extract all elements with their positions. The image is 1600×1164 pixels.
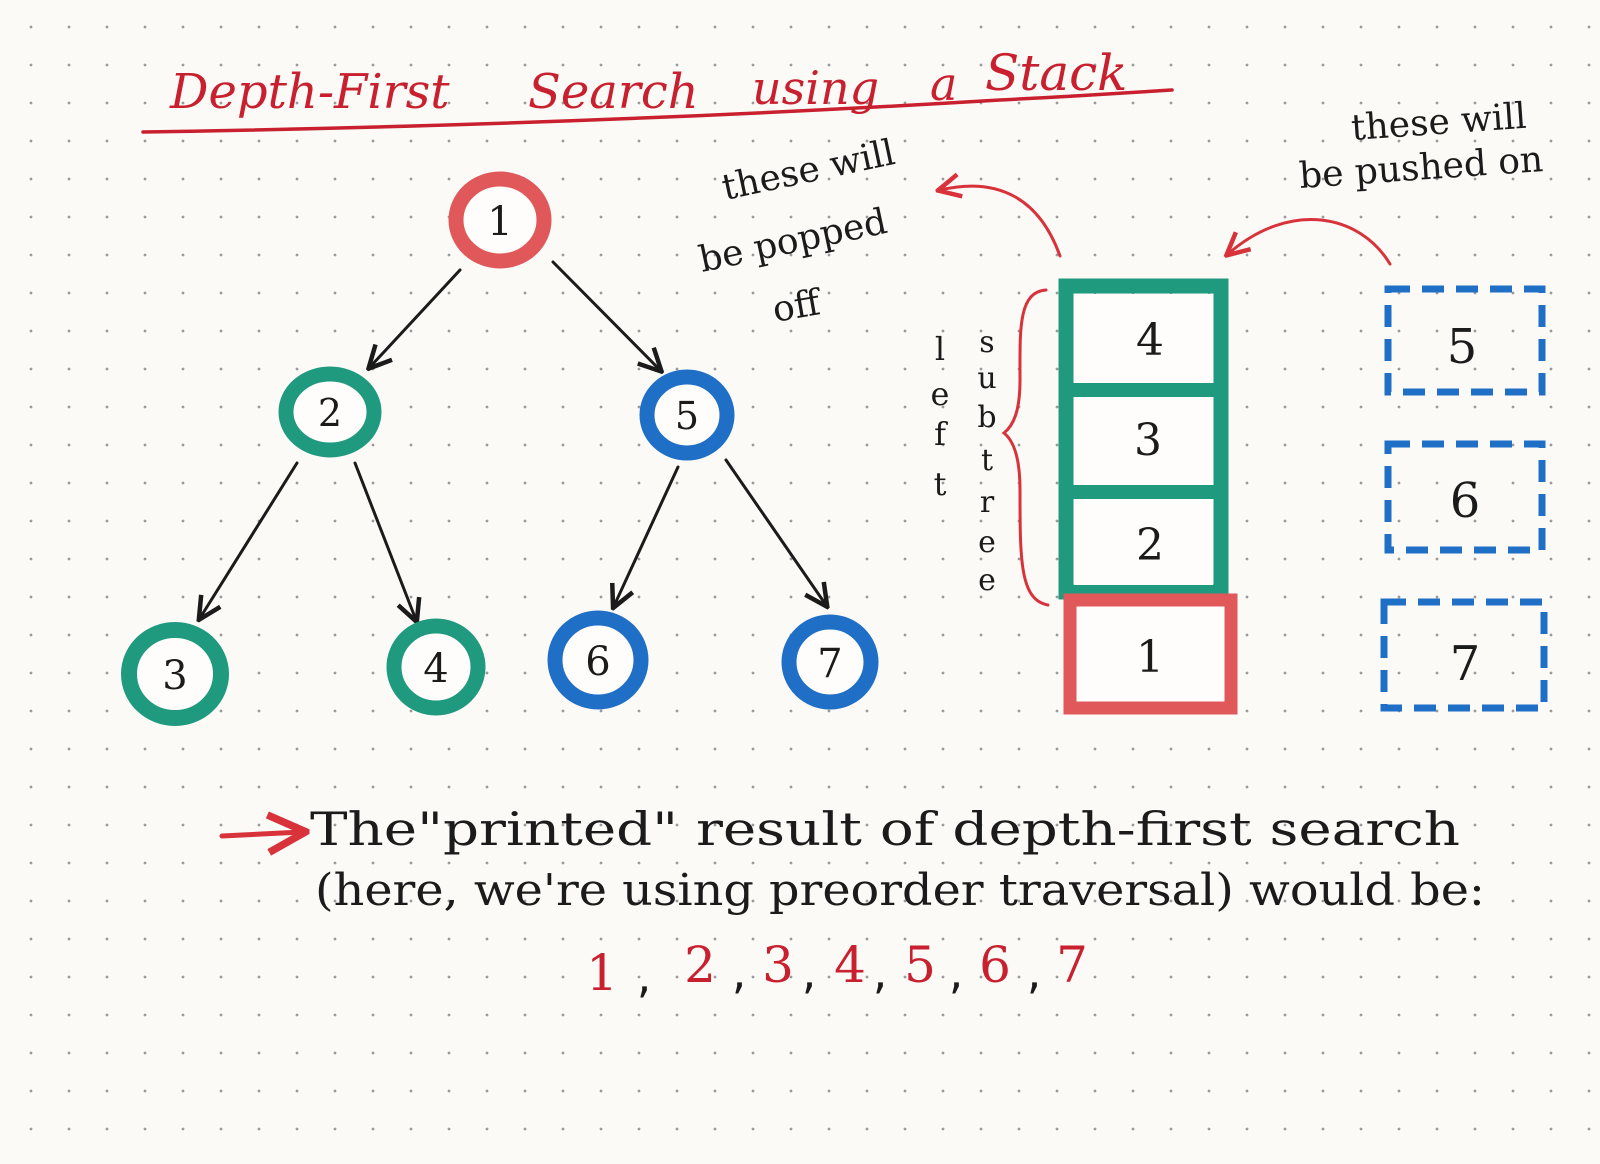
pending-box — [1384, 440, 1546, 554]
sequence-item: 4 — [834, 936, 866, 994]
stack: 4 3 2 1 — [1058, 278, 1238, 715]
letter: b — [977, 400, 996, 435]
popped-annotation: these will be popped off — [695, 132, 1062, 331]
node-label: 2 — [318, 391, 342, 435]
bracket-label-left: l e f t — [931, 330, 950, 503]
result-line-1: The"printed" result of depth-first searc… — [310, 802, 1460, 856]
comma: , — [802, 945, 817, 999]
pushed-line-2: be pushed on — [1298, 139, 1545, 197]
letter: l — [935, 330, 945, 368]
pending-box — [1380, 598, 1548, 712]
letter: s — [979, 325, 994, 360]
node-7: 7 — [781, 614, 879, 710]
popped-line-2: be popped — [695, 201, 890, 281]
popped-arrow — [940, 186, 1062, 258]
comma: , — [637, 949, 652, 1003]
subtree-bracket — [1001, 288, 1050, 607]
title: Depth-First Search using a Stack — [141, 44, 1174, 134]
comma: , — [1027, 945, 1042, 999]
node-5: 5 — [639, 369, 735, 461]
result-arrow — [219, 832, 302, 836]
edge-2-4 — [353, 461, 416, 620]
tree-nodes: 1 2 5 3 4 6 7 — [121, 171, 879, 726]
edge-5-7 — [724, 458, 826, 605]
letter: e — [931, 375, 950, 413]
pending-item: 6 — [1450, 473, 1481, 529]
node-2: 2 — [278, 366, 382, 458]
stack-item: 2 — [1136, 520, 1164, 571]
stack-item-top: 4 — [1136, 315, 1164, 366]
stack-frame-red — [1063, 593, 1238, 715]
tree-edges — [200, 260, 826, 620]
sequence-item: 2 — [684, 936, 716, 994]
pending-item: 5 — [1447, 319, 1478, 375]
letter: e — [978, 525, 996, 560]
letter: r — [980, 485, 995, 520]
sequence-item: 1 — [586, 944, 618, 1002]
pending-item: 7 — [1450, 636, 1481, 692]
title-underline — [141, 88, 1174, 134]
title-word-3: using — [752, 61, 879, 115]
pending-items: 5 6 7 — [1380, 285, 1548, 712]
edge-1-2 — [370, 268, 462, 367]
edge-2-3 — [200, 461, 299, 618]
stack-frame-green — [1058, 278, 1229, 600]
result-sequence: 1 2 3 4 5 6 7 , , , , , , — [586, 936, 1088, 1003]
sequence-item: 3 — [762, 936, 794, 994]
stack-item-bottom: 1 — [1136, 632, 1164, 683]
title-word-2: Search — [528, 64, 699, 120]
node-3: 3 — [121, 622, 229, 726]
popped-line-3: off — [769, 282, 825, 331]
title-word-5: Stack — [985, 44, 1127, 102]
node-4: 4 — [386, 618, 486, 716]
sequence-item: 6 — [979, 936, 1011, 994]
letter: e — [978, 563, 996, 598]
letter: f — [934, 415, 948, 453]
popped-line-1: these will — [718, 132, 898, 209]
node-label: 7 — [817, 641, 842, 687]
edge-5-6 — [614, 465, 680, 606]
comma: , — [949, 945, 964, 999]
sequence-item: 7 — [1056, 936, 1088, 994]
letter: t — [981, 443, 993, 478]
pending-box — [1384, 285, 1546, 396]
node-label: 4 — [423, 646, 448, 692]
node-label: 5 — [675, 394, 699, 438]
sequence-item: 5 — [904, 936, 936, 994]
edge-1-5 — [551, 260, 660, 370]
node-label: 6 — [585, 639, 610, 685]
node-label: 1 — [487, 199, 512, 245]
pushed-annotation: these will be pushed on — [1228, 96, 1545, 266]
left-subtree-label: l e f t s u b t r e e — [931, 288, 1050, 607]
result: The"printed" result of depth-first searc… — [219, 802, 1485, 1003]
title-word-1: Depth-First — [169, 64, 450, 120]
pushed-arrow — [1228, 218, 1392, 266]
comma: , — [873, 945, 888, 999]
node-label: 3 — [162, 653, 187, 699]
result-line-2: (here, we're using preorder traversal) w… — [315, 865, 1485, 916]
stack-item: 3 — [1134, 415, 1162, 466]
letter: t — [934, 465, 947, 503]
bracket-label-right: s u b t r e e — [977, 325, 996, 598]
node-1: 1 — [448, 171, 552, 269]
comma: , — [732, 945, 747, 999]
node-6: 6 — [547, 610, 649, 710]
letter: u — [977, 361, 996, 396]
